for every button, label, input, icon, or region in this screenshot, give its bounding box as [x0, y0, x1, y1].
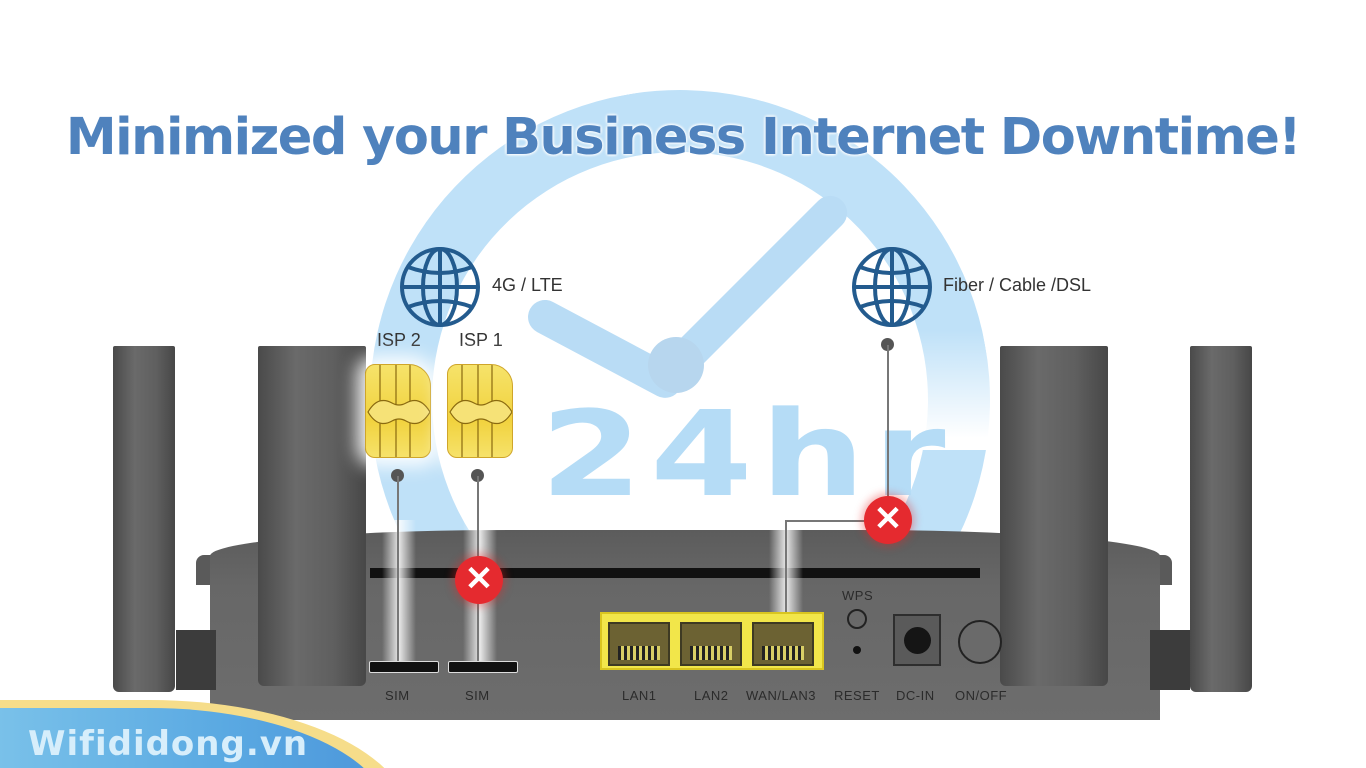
- sim-chip-icon: [367, 365, 430, 457]
- wired-failed-icon: ✕: [864, 496, 912, 544]
- sim-card-isp1: [447, 364, 513, 458]
- sim1-pin: [471, 469, 484, 482]
- isp-1-label: ISP 1: [459, 330, 503, 350]
- lan2-label: LAN2: [694, 688, 729, 703]
- router-vent: [370, 568, 980, 578]
- globe-icon: [400, 247, 480, 327]
- sim-card-isp2: [365, 364, 431, 458]
- power-label: ON/OFF: [955, 688, 1008, 703]
- wan-connector-line: [785, 521, 787, 631]
- sim2-signal-beam: [382, 520, 416, 662]
- sim2-pin: [391, 469, 404, 482]
- wired-connector-line: [887, 345, 889, 520]
- wan-lan3-port: [752, 622, 814, 666]
- antenna-inner-left: [258, 346, 366, 686]
- hours-label: 24hr: [540, 385, 954, 523]
- wps-label: WPS: [842, 588, 874, 603]
- sim-slot-2: [448, 661, 518, 673]
- wan-connector-elbow: [785, 520, 865, 522]
- lan2-port: [680, 622, 742, 666]
- sim2-connector-line: [397, 476, 399, 662]
- antenna-hinge-right: [1150, 630, 1190, 690]
- sim-slot-1: [369, 661, 439, 673]
- wired-pin: [881, 338, 894, 351]
- antenna-outer-left: [113, 346, 175, 692]
- globe-icon: [852, 247, 932, 327]
- mobile-connection-label: 4G / LTE: [492, 275, 563, 295]
- lan1-label: LAN1: [622, 688, 657, 703]
- antenna-outer-right: [1190, 346, 1252, 692]
- headline: Minimized your Business Internet Downtim…: [65, 108, 1302, 167]
- sim-chip-icon: [449, 365, 512, 457]
- antenna-hinge-left: [176, 630, 216, 690]
- clock-hub: [648, 337, 704, 393]
- wps-button: [847, 609, 867, 629]
- watermark-text: Wifididong.vn: [28, 724, 309, 764]
- lan1-port: [608, 622, 670, 666]
- sim-slot-2-label: SIM: [465, 688, 490, 703]
- sim-slot-1-label: SIM: [385, 688, 410, 703]
- isp-2-label: ISP 2: [377, 330, 421, 350]
- wired-connection-label: Fiber / Cable /DSL: [943, 275, 1092, 295]
- dc-in-label: DC-IN: [896, 688, 935, 703]
- wan-lan3-label: WAN/LAN3: [746, 688, 816, 703]
- reset-label: RESET: [834, 688, 880, 703]
- antenna-inner-right: [1000, 346, 1108, 686]
- ethernet-port-panel: [600, 612, 824, 670]
- reset-button: [853, 646, 861, 654]
- dc-in-port: [893, 614, 941, 666]
- power-button: [958, 620, 1002, 664]
- sim1-failed-icon: ✕: [455, 556, 503, 604]
